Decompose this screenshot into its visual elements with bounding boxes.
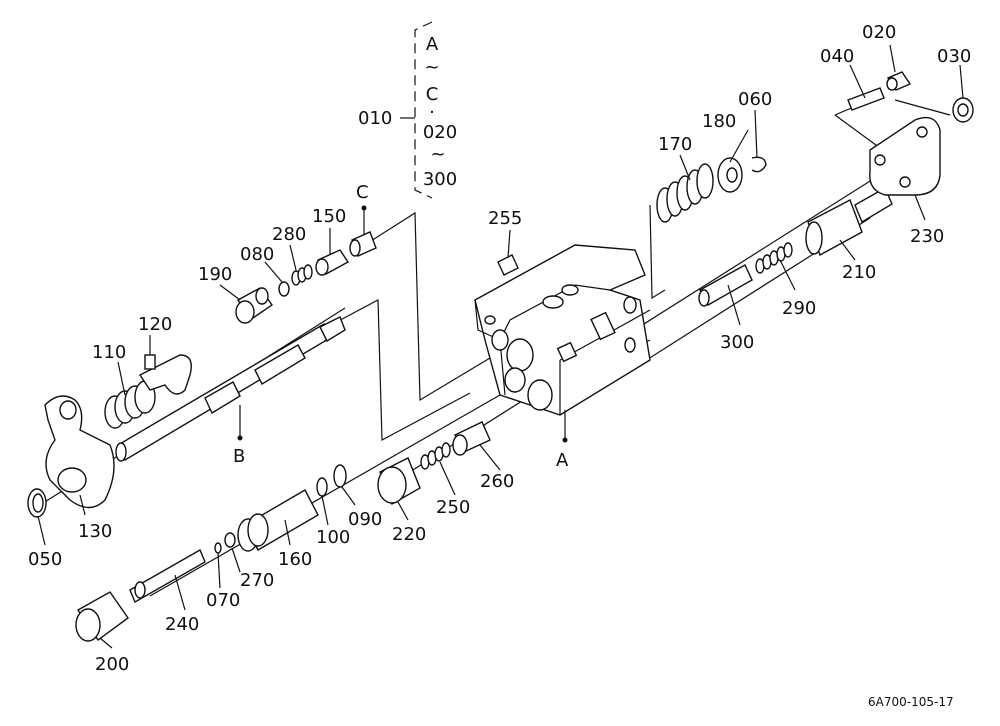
label-150: 150 (312, 206, 346, 227)
spring-280 (291, 264, 313, 286)
sleeve-160 (237, 489, 319, 552)
label-260: 260 (480, 471, 514, 492)
label-230: 230 (910, 226, 944, 247)
valve-body (474, 244, 651, 416)
lever-arm (44, 395, 115, 509)
nut-020 (886, 71, 912, 91)
assembly-bracket: A ~ C · 020 ~ 300 (414, 21, 457, 199)
label-050: 050 (28, 549, 62, 570)
clip-060 (751, 156, 767, 173)
bolt-040 (847, 87, 885, 111)
label-010: 010 (358, 108, 392, 129)
spring-170 (656, 163, 714, 223)
poppet-260 (452, 421, 491, 456)
ref-dot-a (562, 437, 568, 443)
spool-shaft (115, 316, 346, 462)
ref-letter-a: A (556, 450, 569, 471)
label-290: 290 (782, 298, 816, 319)
bracket-a: A (426, 34, 439, 55)
spring-110 (104, 380, 156, 429)
label-090: 090 (348, 509, 382, 530)
o-ring-090 (333, 464, 347, 488)
label-180: 180 (702, 111, 736, 132)
o-ring-070 (214, 542, 222, 554)
label-040: 040 (820, 46, 854, 67)
ref-dot-c (361, 205, 367, 211)
o-ring-100 (316, 477, 328, 497)
label-200: 200 (95, 654, 129, 675)
label-170: 170 (658, 134, 692, 155)
snap-ring-050 (27, 488, 47, 518)
bracket-c: C (426, 84, 439, 105)
bracket-tilde-1: ~ (424, 57, 439, 78)
label-110: 110 (92, 342, 126, 363)
o-ring-080 (278, 281, 290, 297)
nut-030 (952, 97, 974, 123)
label-030: 030 (937, 46, 971, 67)
label-060: 060 (738, 89, 772, 110)
plug-200 (75, 591, 129, 642)
spool-240 (129, 548, 206, 604)
label-020: 020 (862, 22, 896, 43)
label-070: 070 (206, 590, 240, 611)
poppet-150 (315, 249, 350, 276)
label-130: 130 (78, 521, 112, 542)
bracket-020: 020 (423, 122, 457, 143)
label-280: 280 (272, 224, 306, 245)
label-270: 270 (240, 570, 274, 591)
label-240: 240 (165, 614, 199, 635)
ref-letter-c: C (356, 182, 369, 203)
plug-220 (377, 457, 421, 506)
bracket-dot: · (429, 102, 435, 123)
cover-230 (869, 116, 941, 196)
valve-210 (805, 187, 893, 257)
label-080: 080 (240, 244, 274, 265)
part-labels: 010 020 030 040 050 060 070 080 090 100 … (28, 22, 971, 675)
ring-270 (224, 532, 236, 548)
label-250: 250 (436, 497, 470, 518)
bracket-300: 300 (423, 169, 457, 190)
label-100: 100 (316, 527, 350, 548)
label-255: 255 (488, 208, 522, 229)
label-300: 300 (720, 332, 754, 353)
label-160: 160 (278, 549, 312, 570)
spring-250 (420, 442, 451, 470)
plug-255 (497, 254, 519, 276)
bracket-120 (138, 354, 192, 395)
label-190: 190 (198, 264, 232, 285)
washer-180 (717, 157, 743, 193)
ref-letter-b: B (233, 446, 245, 467)
leader-lines (37, 44, 964, 649)
spring-290 (755, 242, 793, 274)
drawing-code: 6A700-105-17 (868, 695, 954, 709)
label-220: 220 (392, 524, 426, 545)
label-210: 210 (842, 262, 876, 283)
ref-dot-b (237, 435, 243, 441)
pin-300 (698, 264, 753, 307)
sleeve-c (349, 231, 377, 257)
bracket-tilde-2: ~ (430, 144, 445, 165)
label-120: 120 (138, 314, 172, 335)
plug-190 (235, 287, 273, 324)
